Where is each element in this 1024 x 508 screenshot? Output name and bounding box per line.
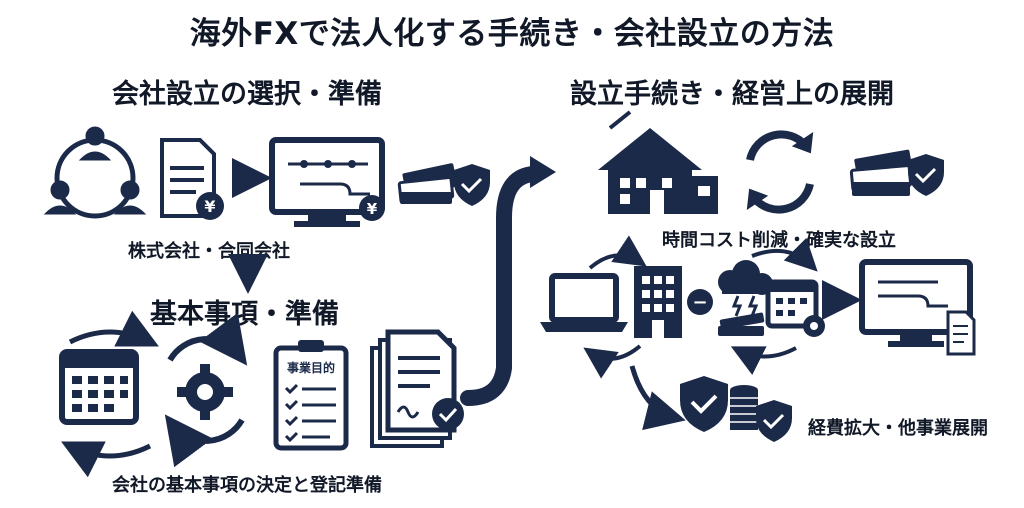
refresh-cycle-icon	[746, 130, 814, 214]
people-network-icon	[43, 126, 147, 219]
arrow-curve-icon-4	[730, 346, 797, 376]
money-shield-icon-2	[849, 149, 944, 196]
yen-symbol: ¥	[204, 197, 215, 216]
calendar-cycle-icon	[59, 310, 159, 478]
house-icon	[598, 110, 718, 214]
arrow-curve-icon-3	[751, 237, 818, 272]
arrow-curve-icon-2	[583, 344, 642, 379]
page-title: 海外FXで法人化する手続き・会社設立の方法	[189, 16, 835, 52]
shield-coins-icon	[680, 376, 792, 442]
workflow-monitor-icon: ¥	[269, 137, 385, 227]
gear-cycle-icon	[164, 312, 248, 468]
yen-symbol-2: ¥	[367, 200, 378, 218]
yen-document-icon: ¥	[160, 138, 224, 220]
flow-arrow-head	[530, 156, 556, 188]
expansion-caption: 経費拡大・他事業展開	[808, 418, 988, 439]
arrow-curve-icon-5	[629, 365, 686, 431]
minus-symbol: −	[692, 292, 707, 313]
office-building-icon	[634, 266, 682, 338]
laptop-icon	[540, 273, 628, 332]
left-heading: 会社設立の選択・準備	[112, 79, 382, 110]
business-purpose-clipboard-icon: 事業目的	[273, 340, 349, 451]
flow-arrow	[460, 166, 542, 406]
arrow-curve-icon	[588, 235, 647, 270]
bottom-caption: 会社の基本事項の決定と登記準備	[112, 475, 382, 496]
right-heading: 設立手続き・経営上の展開	[570, 79, 894, 110]
minus-icon: −	[687, 289, 713, 315]
flow-monitor-icon	[859, 259, 976, 356]
money-shield-icon	[397, 163, 490, 206]
cost-cloud-icon	[718, 260, 773, 336]
registration-documents-icon	[370, 329, 464, 448]
benefit-caption: 時間コスト削減・確実な設立	[662, 230, 896, 251]
calendar-gear-icon	[765, 279, 825, 337]
clipboard-label: 事業目的	[287, 360, 335, 375]
